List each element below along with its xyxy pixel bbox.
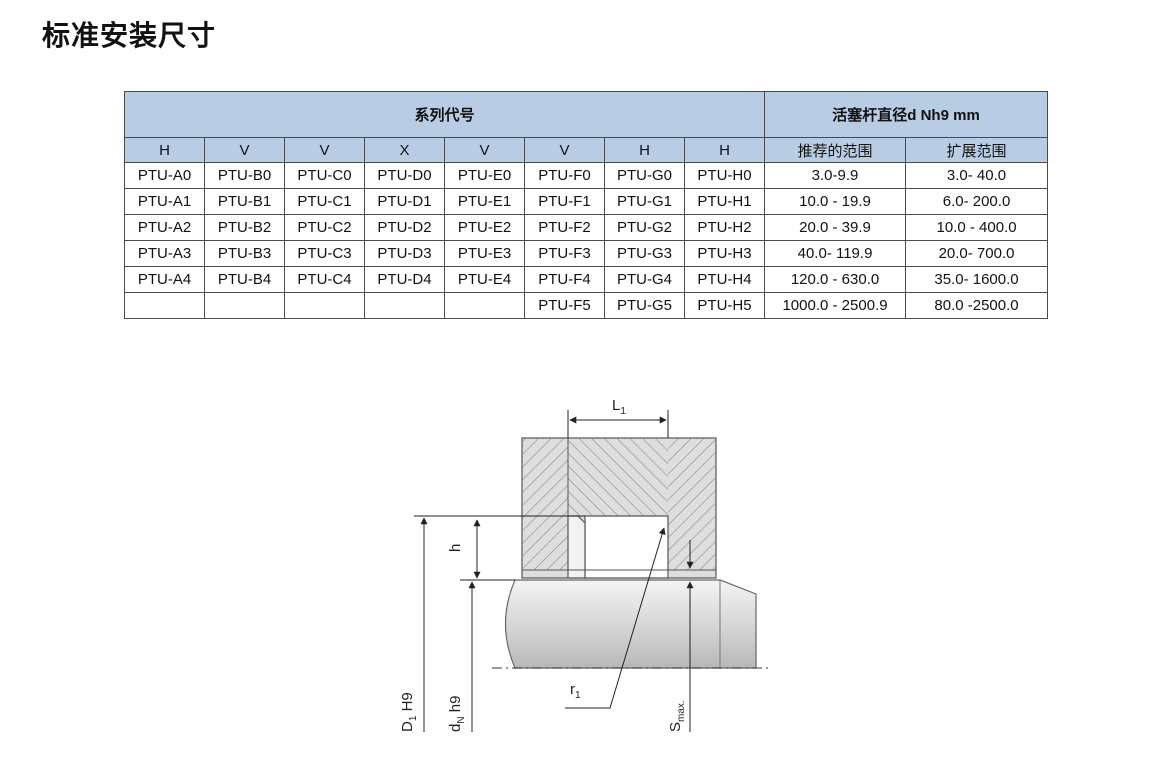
table-cell: PTU-C0: [284, 162, 365, 189]
table-cell: PTU-B4: [204, 266, 285, 293]
label-d1-h9: D1 H9: [399, 692, 419, 732]
table-cell: 10.0 - 19.9: [764, 188, 907, 215]
table-cell: PTU-E3: [444, 240, 525, 267]
table-cell: PTU-C3: [284, 240, 365, 267]
table-cell: [204, 292, 285, 319]
table-cell: PTU-F5: [524, 292, 605, 319]
table-cell: PTU-F4: [524, 266, 605, 293]
table-cell: [364, 292, 445, 319]
table-cell: PTU-C2: [284, 214, 365, 241]
sub-header-cell: 推荐的范围: [764, 137, 907, 163]
dimension-lines: [414, 410, 694, 732]
table-cell: PTU-F0: [524, 162, 605, 189]
table-cell: PTU-H1: [683, 188, 766, 215]
sub-header-cell: X: [364, 137, 445, 163]
table-cell: PTU-G2: [604, 214, 685, 241]
sub-header-cell: H: [604, 137, 685, 163]
sub-header-cell: V: [524, 137, 605, 163]
table-cell: PTU-C1: [284, 188, 365, 215]
table-cell: PTU-G5: [604, 292, 685, 319]
sub-header-cell: H: [683, 137, 766, 163]
table-cell: 40.0- 119.9: [764, 240, 907, 267]
table-cell: [124, 292, 205, 319]
table-cell: PTU-G3: [604, 240, 685, 267]
table-cell: PTU-F3: [524, 240, 605, 267]
table-cell: PTU-G1: [604, 188, 685, 215]
sub-header-cell: H: [124, 137, 205, 163]
table-cell: 1000.0 - 2500.9: [764, 292, 907, 319]
label-h: h: [447, 544, 464, 552]
sub-header-cell: V: [204, 137, 285, 163]
table-cell: PTU-A2: [124, 214, 205, 241]
table-cell: 10.0 - 400.0: [905, 214, 1049, 241]
label-smax: Smax.: [667, 700, 687, 732]
table-cell: PTU-H4: [683, 266, 766, 293]
page-title: 标准安装尺寸: [42, 19, 217, 52]
series-code-header: 系列代号: [123, 91, 766, 138]
label-dn-h9: dN h9: [447, 696, 467, 732]
piston-rod: [492, 579, 772, 669]
table-cell: PTU-D4: [364, 266, 445, 293]
table-cell: PTU-F1: [524, 188, 605, 215]
table-cell: PTU-G4: [604, 266, 685, 293]
table-cell: 80.0 -2500.0: [905, 292, 1049, 319]
table-cell: PTU-C4: [284, 266, 365, 293]
table-cell: 35.0- 1600.0: [905, 266, 1049, 293]
table-cell: 20.0- 700.0: [905, 240, 1049, 267]
table-cell: PTU-D0: [364, 162, 445, 189]
table-cell: PTU-E0: [444, 162, 525, 189]
table-cell: PTU-A4: [124, 266, 205, 293]
table-cell: PTU-F2: [524, 214, 605, 241]
sub-header-cell: 扩展范围: [905, 137, 1049, 163]
table-cell: PTU-E2: [444, 214, 525, 241]
table-cell: PTU-B3: [204, 240, 285, 267]
table-cell: PTU-B0: [204, 162, 285, 189]
sub-header-cell: V: [444, 137, 525, 163]
table-cell: 3.0-9.9: [764, 162, 907, 189]
table-cell: PTU-H0: [683, 162, 766, 189]
housing: [521, 437, 717, 579]
table-cell: PTU-A3: [124, 240, 205, 267]
table-cell: [444, 292, 525, 319]
table-cell: PTU-H5: [683, 292, 766, 319]
table-cell: 3.0- 40.0: [905, 162, 1049, 189]
table-cell: PTU-H2: [683, 214, 766, 241]
table-cell: PTU-A0: [124, 162, 205, 189]
installation-drawing: L1 h r1 D1 H9 dN h9 Smax.: [399, 397, 772, 732]
label-l1: L1: [612, 397, 626, 417]
table-cell: 20.0 - 39.9: [764, 214, 907, 241]
table-cell: PTU-G0: [604, 162, 685, 189]
table-cell: PTU-B2: [204, 214, 285, 241]
table-cell: 120.0 - 630.0: [764, 266, 907, 293]
table-cell: PTU-E4: [444, 266, 525, 293]
table-cell: PTU-A1: [124, 188, 205, 215]
table-cell: PTU-D3: [364, 240, 445, 267]
label-r1: r1: [570, 681, 581, 701]
rod-diameter-header: 活塞杆直径d Nh9 mm: [764, 91, 1049, 138]
table-cell: PTU-D2: [364, 214, 445, 241]
table-cell: PTU-H3: [683, 240, 766, 267]
table-cell: PTU-D1: [364, 188, 445, 215]
table-cell: PTU-E1: [444, 188, 525, 215]
table-cell: PTU-B1: [204, 188, 285, 215]
table-cell: [284, 292, 365, 319]
sub-header-cell: V: [284, 137, 365, 163]
table-cell: 6.0- 200.0: [905, 188, 1049, 215]
